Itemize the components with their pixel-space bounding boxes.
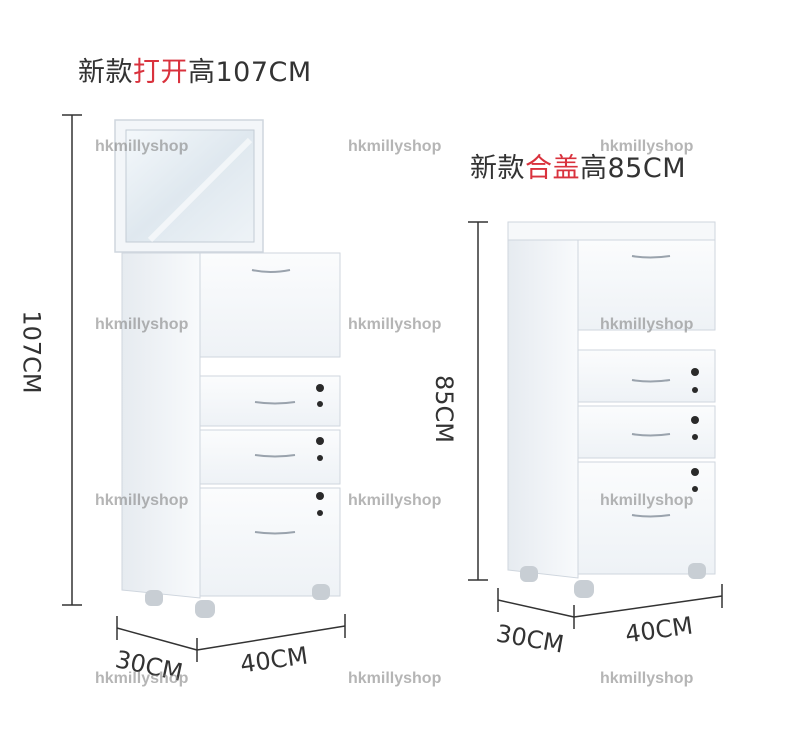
watermark: hkmillyshop: [95, 138, 189, 155]
left-height-label: 107CM: [17, 310, 46, 394]
title-open: 新款打开高107CM: [78, 50, 312, 89]
watermark: hkmillyshop: [95, 316, 189, 333]
watermark: hkmillyshop: [600, 670, 694, 687]
title-open-highlight: 打开: [133, 57, 188, 88]
title-closed-suffix: 高85CM: [580, 153, 687, 184]
watermark: hkmillyshop: [348, 492, 442, 509]
watermark: hkmillyshop: [348, 316, 442, 333]
title-closed-prefix: 新款: [470, 153, 525, 184]
title-closed: 新款合盖高85CM: [470, 146, 686, 185]
right-cabinet: [507, 221, 716, 598]
watermark: hkmillyshop: [348, 670, 442, 687]
watermark: hkmillyshop: [95, 670, 189, 687]
left-cabinet: [114, 119, 341, 618]
watermark: hkmillyshop: [348, 138, 442, 155]
watermark: hkmillyshop: [600, 316, 694, 333]
title-closed-highlight: 合盖: [525, 153, 580, 184]
watermark: hkmillyshop: [600, 138, 694, 155]
dimension-lines: [62, 114, 723, 662]
right-height-label: 85CM: [430, 374, 459, 444]
watermark: hkmillyshop: [95, 492, 189, 509]
watermark: hkmillyshop: [600, 492, 694, 509]
title-open-prefix: 新款: [78, 57, 133, 88]
title-open-suffix: 高107CM: [188, 57, 312, 88]
